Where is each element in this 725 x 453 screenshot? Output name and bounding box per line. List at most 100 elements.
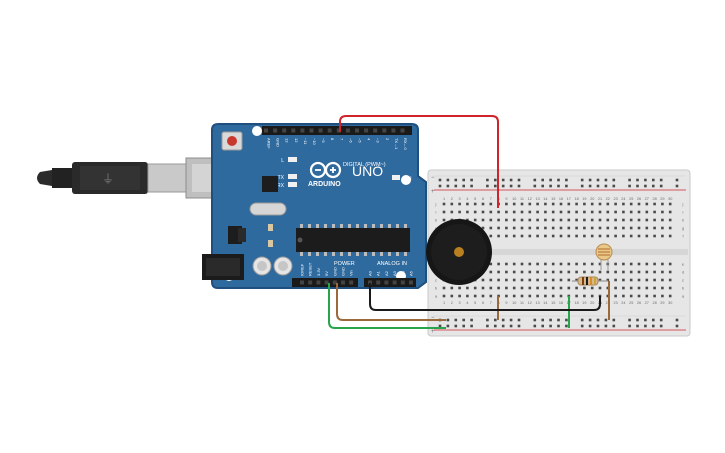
breadboard-hole[interactable]: [494, 178, 497, 182]
header-pin[interactable]: [327, 128, 332, 133]
breadboard-hole[interactable]: [567, 278, 571, 282]
breadboard-hole[interactable]: [659, 318, 663, 322]
breadboard-hole[interactable]: [580, 318, 584, 322]
breadboard-hole[interactable]: [575, 286, 578, 290]
breadboard-hole[interactable]: [462, 324, 465, 328]
breadboard-hole[interactable]: [549, 184, 552, 188]
breadboard-hole[interactable]: [645, 210, 649, 214]
breadboard-hole[interactable]: [536, 218, 539, 222]
breadboard-hole[interactable]: [544, 218, 547, 222]
breadboard-hole[interactable]: [659, 184, 663, 188]
breadboard-hole[interactable]: [644, 178, 647, 182]
breadboard-hole[interactable]: [661, 226, 664, 230]
breadboard-hole[interactable]: [567, 226, 571, 230]
breadboard-hole[interactable]: [528, 234, 532, 238]
breadboard-hole[interactable]: [458, 210, 461, 214]
breadboard-hole[interactable]: [628, 184, 631, 188]
breadboard-hole[interactable]: [606, 234, 610, 238]
breadboard-hole[interactable]: [520, 210, 524, 214]
breadboard-hole[interactable]: [659, 324, 663, 328]
breadboard-hole[interactable]: [446, 318, 450, 322]
breadboard-hole[interactable]: [512, 210, 516, 214]
power-pin-header[interactable]: [292, 278, 358, 287]
breadboard-hole[interactable]: [622, 218, 625, 222]
resistor-icon[interactable]: [572, 276, 608, 286]
breadboard-hole[interactable]: [497, 278, 500, 282]
breadboard-hole[interactable]: [598, 262, 602, 266]
breadboard-hole[interactable]: [653, 286, 656, 290]
breadboard-hole[interactable]: [489, 270, 493, 274]
breadboard-hole[interactable]: [629, 218, 633, 222]
breadboard-hole[interactable]: [567, 234, 571, 238]
breadboard-hole[interactable]: [583, 202, 586, 206]
header-pin[interactable]: [318, 128, 323, 133]
header-pin[interactable]: [384, 280, 389, 285]
breadboard-hole[interactable]: [559, 234, 563, 238]
header-pin[interactable]: [373, 128, 378, 133]
breadboard-hole[interactable]: [528, 202, 532, 206]
header-pin[interactable]: [273, 128, 278, 133]
breadboard-hole[interactable]: [551, 270, 555, 274]
breadboard-hole[interactable]: [637, 210, 641, 214]
breadboard-hole[interactable]: [567, 286, 571, 290]
breadboard-hole[interactable]: [551, 234, 555, 238]
breadboard-hole[interactable]: [645, 202, 649, 206]
breadboard-hole[interactable]: [512, 278, 516, 282]
breadboard-hole[interactable]: [450, 286, 454, 290]
breadboard-hole[interactable]: [606, 210, 610, 214]
header-pin[interactable]: [400, 128, 405, 133]
breadboard-hole[interactable]: [520, 202, 524, 206]
breadboard-hole[interactable]: [544, 202, 547, 206]
breadboard-hole[interactable]: [588, 324, 592, 328]
breadboard-hole[interactable]: [614, 262, 617, 266]
breadboard-hole[interactable]: [559, 262, 563, 266]
breadboard-hole[interactable]: [517, 324, 521, 328]
breadboard-hole[interactable]: [575, 226, 578, 230]
breadboard-hole[interactable]: [653, 270, 656, 274]
breadboard-hole[interactable]: [497, 218, 500, 222]
breadboard-hole[interactable]: [544, 278, 547, 282]
header-pin[interactable]: [309, 128, 314, 133]
breadboard-hole[interactable]: [659, 178, 663, 182]
header-pin[interactable]: [355, 128, 359, 133]
breadboard-hole[interactable]: [494, 184, 497, 188]
breadboard-hole[interactable]: [438, 324, 442, 328]
breadboard-hole[interactable]: [645, 278, 649, 282]
breadboard-hole[interactable]: [557, 324, 560, 328]
breadboard-hole[interactable]: [614, 278, 617, 282]
breadboard-hole[interactable]: [489, 294, 493, 298]
breadboard-hole[interactable]: [466, 294, 469, 298]
header-pin[interactable]: [316, 280, 321, 285]
breadboard-hole[interactable]: [583, 270, 586, 274]
breadboard-hole[interactable]: [442, 294, 446, 298]
breadboard-hole[interactable]: [505, 226, 508, 230]
breadboard-hole[interactable]: [454, 184, 458, 188]
breadboard-hole[interactable]: [661, 294, 664, 298]
breadboard-hole[interactable]: [575, 262, 578, 266]
breadboard-hole[interactable]: [637, 270, 641, 274]
breadboard-hole[interactable]: [512, 202, 516, 206]
breadboard-hole[interactable]: [549, 318, 552, 322]
breadboard-hole[interactable]: [637, 218, 641, 222]
digital-pin-header[interactable]: [262, 126, 412, 135]
breadboard-hole[interactable]: [612, 184, 616, 188]
breadboard-hole[interactable]: [454, 324, 458, 328]
breadboard-hole[interactable]: [567, 218, 571, 222]
header-pin[interactable]: [364, 128, 369, 133]
header-pin[interactable]: [345, 128, 350, 133]
breadboard-hole[interactable]: [528, 218, 532, 222]
breadboard-hole[interactable]: [462, 178, 465, 182]
breadboard-hole[interactable]: [520, 218, 524, 222]
breadboard-hole[interactable]: [509, 184, 513, 188]
wire-green[interactable]: [328, 283, 570, 329]
breadboard-hole[interactable]: [505, 286, 508, 290]
breadboard-hole[interactable]: [644, 324, 647, 328]
breadboard-hole[interactable]: [559, 294, 563, 298]
breadboard-hole[interactable]: [520, 226, 524, 230]
breadboard-hole[interactable]: [614, 226, 617, 230]
breadboard-hole[interactable]: [606, 286, 610, 290]
breadboard-hole[interactable]: [559, 278, 563, 282]
breadboard-hole[interactable]: [544, 262, 547, 266]
header-pin[interactable]: [368, 280, 372, 285]
breadboard-hole[interactable]: [505, 234, 508, 238]
